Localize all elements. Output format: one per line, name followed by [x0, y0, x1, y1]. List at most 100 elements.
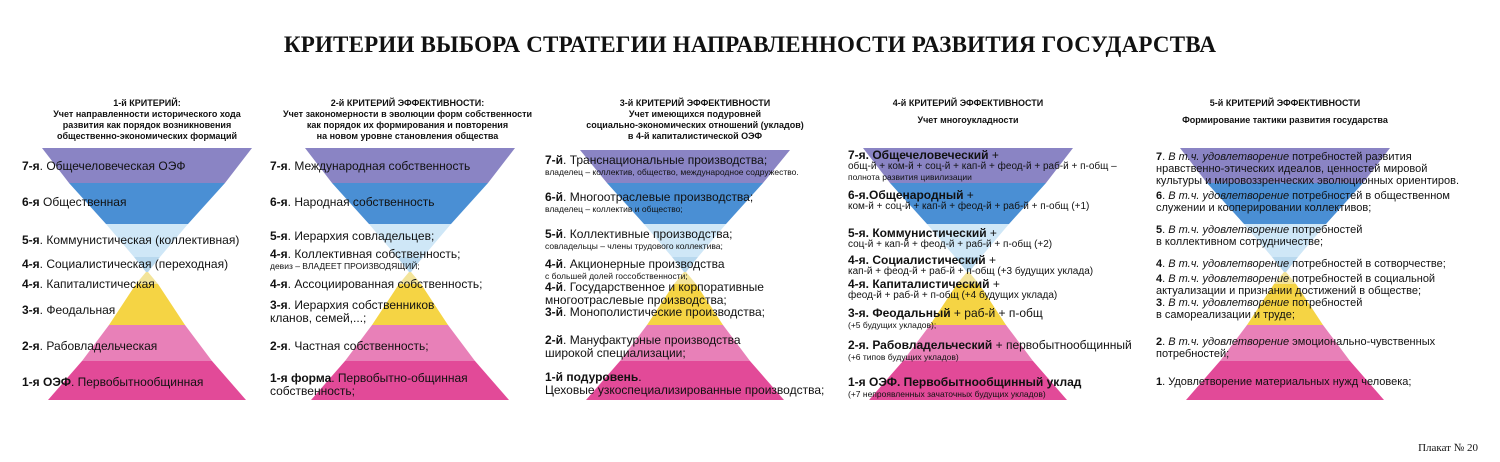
funnel-top-layer	[863, 148, 1073, 183]
criterion-4-heading: 4-й КРИТЕРИЙ ЭФФЕКТИВНОСТИ Учет многоукл…	[848, 98, 1088, 126]
heading-line: 2-й КРИТЕРИЙ ЭФФЕКТИВНОСТИ:	[330, 98, 485, 108]
criterion-5-item: 4. В т.ч. удовлетворение потребностей в …	[1156, 273, 1436, 297]
criterion-3-item: 6-й. Многоотраслевые производства;владел…	[545, 190, 754, 215]
pyramid-yellow-layer	[647, 284, 723, 325]
hourglass-pyramid	[42, 148, 252, 400]
funnel-top-layer	[1180, 148, 1390, 183]
pyramid-base-layer	[869, 361, 1067, 400]
funnel-middle-layer	[69, 183, 225, 224]
funnel-top-layer	[305, 148, 515, 183]
criterion-1-item: 7-я. Общечеловеческая ОЭФ	[22, 159, 186, 173]
poster-title: КРИТЕРИИ ВЫБОРА СТРАТЕГИИ НАПРАВЛЕННОСТИ…	[283, 32, 1217, 57]
criterion-3-item: 3-й. Монополистические производства;	[545, 305, 765, 319]
criterion-5-heading: 5-й КРИТЕРИЙ ЭФФЕКТИВНОСТИ Формирование …	[1150, 98, 1420, 126]
pyramid-neck	[957, 272, 979, 284]
criterion-5-item: 2. В т.ч. удовлетворение эмоционально-чу…	[1156, 336, 1436, 360]
funnel-bottom-layer	[644, 224, 726, 257]
heading-line: как порядок их формирования и повторения	[306, 120, 509, 130]
criterion-5-item: 6. В т.ч. удовлетворение потребностей в …	[1156, 190, 1450, 214]
funnel-neck	[672, 257, 698, 272]
heading-line: 4-й КРИТЕРИЙ ЭФФЕКТИВНОСТИ	[892, 98, 1044, 108]
pyramid-neck	[1274, 272, 1296, 284]
criterion-4-item: 4-я. Капиталистический +феод-й + раб-й +…	[848, 277, 1058, 301]
hourglass-pyramid	[1180, 148, 1390, 400]
pyramid-pink-layer	[1220, 325, 1350, 361]
criterion-3-item: 5-й. Коллективные производства;совладель…	[545, 227, 733, 252]
criterion-1-item: 4-я. Социалистическая (переходная)	[22, 257, 229, 271]
criterion-5-column: 5-й КРИТЕРИЙ ЭФФЕКТИВНОСТИ Формирование …	[1150, 0, 1480, 462]
criterion-4-column: 4-й КРИТЕРИЙ ЭФФЕКТИВНОСТИ Учет многоукл…	[848, 0, 1148, 462]
heading-line: Учет направленности исторического хода	[53, 109, 241, 119]
pyramid-yellow-layer	[109, 284, 185, 325]
funnel-neck	[955, 257, 981, 272]
funnel-bottom-layer	[927, 224, 1009, 257]
poster-number: Плакат № 20	[1418, 442, 1478, 454]
funnel-middle-layer	[890, 183, 1046, 224]
funnel-neck	[134, 257, 160, 272]
funnel-middle-layer	[332, 183, 488, 224]
criterion-4-item: 3-я. Феодальный + раб-й + п-общ(+5 будущ…	[848, 306, 1043, 331]
criterion-1-heading: 1-й КРИТЕРИЙ: Учет направленности истори…	[22, 98, 272, 142]
heading-line: Учет закономерности в эволюции форм собс…	[282, 109, 533, 119]
heading-line: общественно-экономических формаций	[56, 131, 238, 141]
criterion-4-item: 4-я. Социалистический +кап-й + феод-й + …	[848, 253, 1094, 277]
funnel-bottom-layer	[369, 224, 451, 257]
funnel-top-layer	[580, 150, 790, 183]
pyramid-base-layer	[1186, 361, 1384, 400]
heading-line: социально-экономических отношений (уклад…	[586, 120, 804, 130]
pyramid-base-layer	[311, 361, 509, 400]
criterion-2-item: 5-я. Иерархия совладельцев;	[270, 229, 435, 243]
criterion-3-item: 1-й подуровень.Цеховые узкоспециализиров…	[545, 370, 825, 397]
criterion-3-item: 7-й. Транснациональные производства;влад…	[545, 153, 799, 178]
heading-line: развития как порядок возникновения	[62, 120, 232, 130]
heading-line: в 4-й капиталистической ОЭФ	[627, 131, 763, 141]
criterion-5-item: 7. В т.ч. удовлетворение потребностей ра…	[1156, 151, 1460, 187]
funnel-neck	[1272, 257, 1298, 272]
funnel-bottom-layer	[106, 224, 188, 257]
pyramid-neck	[399, 272, 421, 284]
criterion-1-item: 5-я. Коммунистическая (коллективная)	[22, 233, 240, 247]
criterion-2-item: 2-я. Частная собственность;	[270, 339, 429, 353]
pyramid-base-layer	[586, 361, 784, 400]
criterion-1-item: 6-я Общественная	[22, 195, 127, 209]
criterion-2-item: 6-я. Народная собственность	[270, 195, 435, 209]
criterion-2-column: 2-й КРИТЕРИЙ ЭФФЕКТИВНОСТИ: Учет законом…	[270, 0, 545, 462]
criterion-3-column: 3-й КРИТЕРИЙ ЭФФЕКТИВНОСТИ Учет имеющихс…	[545, 0, 845, 462]
criterion-1-item: 2-я. Рабовладельческая	[22, 339, 158, 353]
criterion-1-column: 1-й КРИТЕРИЙ: Учет направленности истори…	[22, 0, 272, 462]
criterion-2-heading: 2-й КРИТЕРИЙ ЭФФЕКТИВНОСТИ: Учет законом…	[270, 98, 545, 142]
funnel-bottom-layer	[1244, 224, 1326, 257]
pyramid-yellow-layer	[930, 284, 1006, 325]
criterion-4-item: 7-я. Общечеловеческий +общ-й + ком-й + с…	[848, 148, 1117, 183]
criterion-5-item: 1. Удовлетворение материальных нужд чело…	[1156, 376, 1412, 388]
pyramid-neck	[136, 272, 158, 284]
pyramid-neck	[674, 272, 696, 284]
criterion-4-item: 2-я. Рабовладельческий + первобытнообщин…	[848, 338, 1132, 363]
funnel-top-layer	[42, 148, 252, 183]
criterion-3-heading: 3-й КРИТЕРИЙ ЭФФЕКТИВНОСТИ Учет имеющихс…	[545, 98, 845, 142]
hourglass-pyramid	[305, 148, 515, 400]
criterion-4-item: 6-я.Общенародный +ком-й + соц-й + кап-й …	[848, 188, 1090, 212]
pyramid-yellow-layer	[372, 284, 448, 325]
pyramid-pink-layer	[903, 325, 1033, 361]
pyramid-pink-layer	[82, 325, 212, 361]
funnel-middle-layer	[607, 183, 763, 224]
pyramid-pink-layer	[620, 325, 750, 361]
funnel-middle-layer	[1207, 183, 1363, 224]
criterion-2-item: 4-я. Ассоциированная собственность;	[270, 277, 483, 291]
heading-line: Учет многоукладности	[917, 115, 1019, 125]
heading-line: Формирование тактики развития государств…	[1182, 115, 1388, 125]
criterion-5-item: 4. В т.ч. удовлетворение потребностей в …	[1156, 258, 1446, 270]
heading-line: 1-й КРИТЕРИЙ:	[113, 98, 181, 108]
hourglass-pyramid	[580, 150, 790, 400]
pyramid-yellow-layer	[1247, 284, 1323, 325]
criterion-4-item: 1-я ОЭФ. Первобытнообщинный уклад(+7 неп…	[848, 375, 1082, 400]
pyramid-pink-layer	[345, 325, 475, 361]
